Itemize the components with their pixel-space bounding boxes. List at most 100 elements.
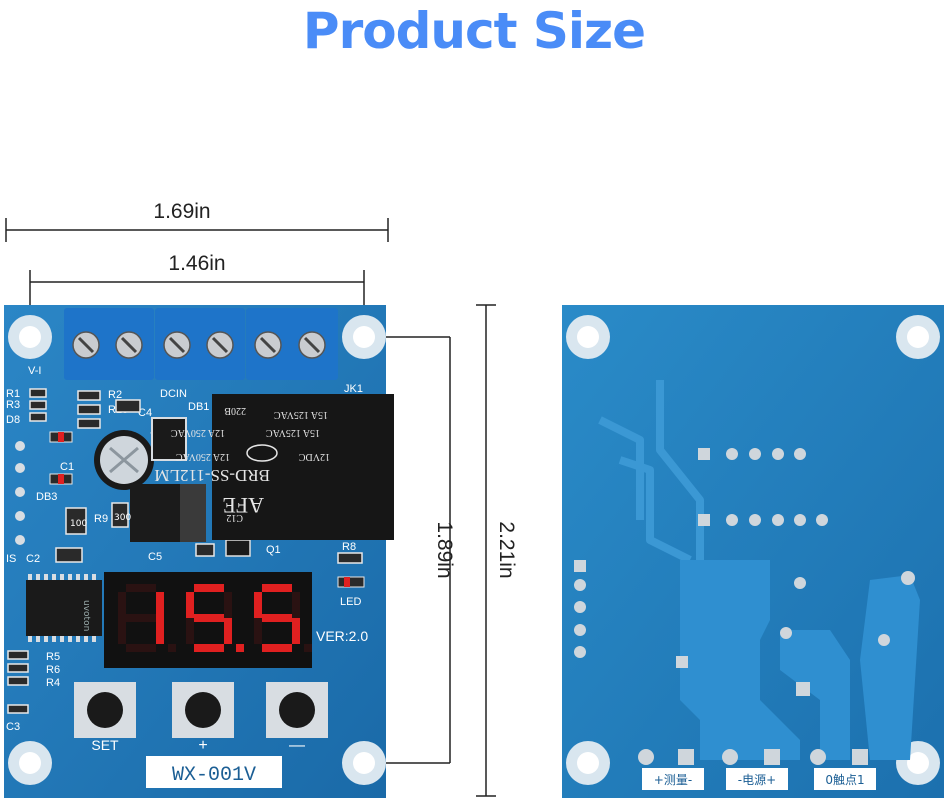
transistor-q1 [225, 539, 251, 557]
relay-model: BRD-SS-112LM [154, 466, 270, 485]
silk-db1: DB1 [188, 401, 209, 413]
digit-2-segment-b [292, 592, 300, 618]
digit-0-segment-e [118, 618, 126, 644]
digit-2-segment-f [254, 592, 262, 618]
button-plus[interactable]: + [172, 682, 234, 754]
chip-label: uvoton [81, 600, 91, 631]
silk-c4: C4 [138, 407, 152, 419]
relay-code: C12 [226, 512, 243, 523]
silk-r8: R8 [342, 541, 356, 553]
overall-width-label: 1.69in [153, 200, 210, 223]
relay-brand: AFE [222, 493, 264, 518]
digit-2-segment-g [262, 614, 292, 622]
digit-1-segment-g [194, 614, 224, 622]
relay-cert-mark [246, 444, 278, 462]
silk-r6: R6 [46, 664, 60, 676]
button-minus-label: — [289, 737, 305, 754]
digit-2-segment-a [262, 584, 292, 592]
digit-0-segment-b [156, 592, 164, 618]
silk-dcin: DCIN [160, 388, 187, 400]
silk-r1: R1 [6, 388, 20, 400]
silk-c1: C1 [60, 461, 74, 473]
dimension-overall-height: 2.21in [476, 304, 518, 797]
digit-0-decimal-point [168, 644, 176, 652]
page-title: Product Size [302, 2, 646, 60]
mounting-hole-bottom-right [342, 741, 386, 785]
front-board: V-I DCIN DB1 JK1 R1 R2 R3 R10 D8 C4 C1 D… [4, 305, 394, 798]
dimension-hole-height: 1.89in [366, 336, 456, 764]
copper-pours [680, 560, 920, 760]
model-label-box: WX-001V [146, 756, 282, 788]
digit-2-segment-d [262, 644, 292, 652]
back-board: +测量- -电源+ 0触点1 [562, 305, 944, 798]
smd-diode-large [151, 417, 187, 461]
silk-r9: R9 [94, 513, 108, 525]
dimension-overall-width: 1.69in [5, 200, 389, 242]
back-terminal-labels: +测量- -电源+ 0触点1 [642, 768, 876, 790]
digit-1-segment-f [186, 592, 194, 618]
silk-q1: Q1 [266, 544, 281, 556]
digit-1-segment-a [194, 584, 224, 592]
hole-height-label: 1.89in [433, 521, 456, 578]
silk-r5: R5 [46, 651, 60, 663]
silk-v-i: V-I [28, 365, 41, 377]
digit-2-decimal-point [304, 644, 312, 652]
mounting-hole-bottom-left [8, 741, 52, 785]
mounting-hole-top-right [342, 315, 386, 359]
mounting-hole-top-left [8, 315, 52, 359]
seven-segment-display [104, 572, 312, 668]
silk-r4: R4 [46, 677, 60, 689]
resistor-300-label: 300 [114, 513, 131, 523]
screw-terminal-block [64, 308, 338, 380]
smd-diodes [49, 431, 365, 588]
digit-1-segment-e [186, 618, 194, 644]
digit-1-segment-b [224, 592, 232, 618]
digit-1-decimal-point [236, 644, 244, 652]
back-pads [574, 448, 915, 765]
model-label: WX-001V [172, 764, 256, 787]
overall-height-label: 2.21in [495, 521, 518, 578]
header-pads [15, 441, 25, 545]
silk-r3: R3 [6, 399, 20, 411]
resistor-100-label: 100 [70, 519, 87, 529]
silk-led: LED [340, 596, 361, 608]
smd-resistors [7, 388, 363, 714]
digit-0-segment-f [118, 592, 126, 618]
button-plus-label: + [198, 737, 207, 754]
relay-rating-4: 12A 250VAC [176, 451, 230, 462]
silk-c5: C5 [148, 551, 162, 563]
terminal-label-power: -电源+ [738, 773, 776, 787]
pcb-traces [598, 380, 704, 564]
digit-1-segment-c [224, 618, 232, 644]
digit-1-segment-d [194, 644, 224, 652]
relay-rating-1: 12A 250VAC [171, 427, 225, 438]
digit-0-segment-a [126, 584, 156, 592]
silk-is: IS [6, 553, 16, 565]
silk-d8: D8 [6, 414, 20, 426]
button-set[interactable]: SET [74, 682, 136, 753]
digit-2-segment-e [254, 618, 262, 644]
relay-rating-3: 15A 125VAC [274, 409, 328, 420]
silk-c2: C2 [26, 553, 40, 565]
voltage-regulator [130, 484, 206, 542]
button-set-label: SET [91, 737, 119, 753]
digit-2-segment-c [292, 618, 300, 644]
button-minus[interactable]: — [266, 682, 328, 754]
silk-db3: DB3 [36, 491, 57, 503]
resistor-100 [65, 507, 87, 535]
hole-width-label: 1.46in [168, 252, 225, 275]
silk-c3: C3 [6, 721, 20, 733]
terminal-label-measure: +测量- [654, 773, 692, 787]
relay-batch: 220B [224, 405, 246, 416]
version-label: VER:2.0 [316, 628, 368, 644]
terminal-label-contact: 0触点1 [825, 773, 864, 787]
resistor-300 [111, 502, 129, 528]
silk-r2: R2 [108, 389, 122, 401]
digit-0-segment-d [126, 644, 156, 652]
relay: AFE BRD-SS-112LM 12A 250VAC 15A 125VAC 1… [154, 394, 394, 540]
relay-coil: 12VDC [299, 451, 330, 462]
silk-jk1: JK1 [344, 383, 363, 395]
digit-0-segment-g [126, 614, 156, 622]
microcontroller-chip: uvoton [26, 574, 102, 642]
